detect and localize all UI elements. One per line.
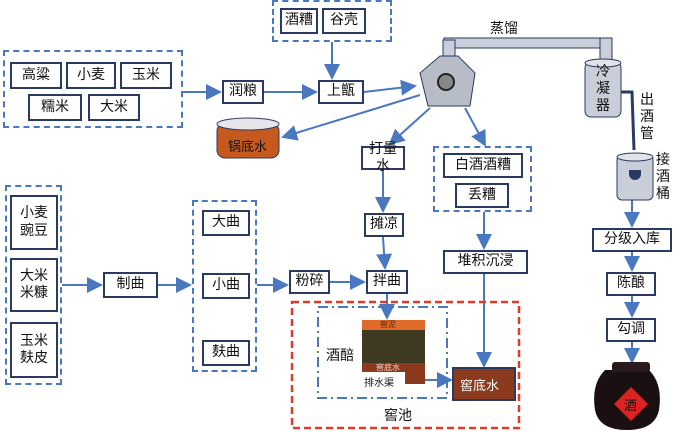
label-guodishui: 锅底水 (228, 140, 268, 155)
box-fuqu: 麸曲 (202, 340, 250, 366)
m-fupi: 麸皮 (20, 350, 48, 366)
box-tanliang: 摊凉 (364, 213, 404, 237)
box-dami-mikang: 大米米糠 (10, 258, 58, 312)
pot-water-icon (216, 117, 280, 159)
grain-group (3, 50, 183, 128)
label-condenser: 冷凝器 (596, 64, 610, 114)
box-banqu: 拌曲 (366, 270, 408, 294)
grain-nuomi: 糯米 (28, 94, 82, 121)
box-duiji: 堆积沉浸 (443, 250, 528, 274)
box-shangzeng: 上甑 (318, 80, 364, 104)
box-daqu: 大曲 (202, 210, 250, 236)
label-pit-water: 窖底水 (460, 379, 500, 394)
husk-group (272, 0, 392, 42)
label-drain: 排水渠 (364, 378, 394, 389)
m-dami: 大米 (20, 267, 48, 284)
jar-label: 酒 (624, 399, 638, 414)
box-runliang: 润粮 (222, 80, 264, 104)
box-jiuzao: 酒糟 (280, 8, 318, 34)
qu-type-group (192, 200, 257, 372)
box-zhiqu: 制曲 (103, 272, 158, 298)
grain-dami: 大米 (88, 94, 140, 121)
pit-frame (290, 300, 521, 430)
box-fensui: 粉碎 (289, 270, 330, 294)
m-xiaomai: 小麦 (20, 205, 48, 221)
grain-xiaomai: 小麦 (66, 62, 116, 89)
m-wandou: 豌豆 (20, 222, 48, 239)
box-aging: 陈酿 (606, 272, 656, 296)
grain-yumi: 玉米 (120, 62, 172, 89)
box-guke: 谷壳 (322, 8, 366, 34)
box-yumi-fupi: 玉米麸皮 (10, 322, 58, 378)
box-xiaomai-wandou: 小麦豌豆 (10, 195, 58, 250)
box-diuzao: 丢糟 (455, 183, 509, 208)
wine-jar-icon (594, 362, 660, 430)
spent-grain-group (433, 146, 532, 212)
m-yumi: 玉米 (20, 332, 48, 349)
qu-material-group (5, 185, 62, 385)
box-daliangshui: 打量水 (361, 141, 405, 174)
m-mikang: 米糠 (20, 285, 48, 301)
receiver-icon (616, 152, 654, 201)
box-grading: 分级入库 (592, 228, 672, 252)
grain-gaoliang: 高粱 (10, 62, 62, 89)
box-xiaoqu: 小曲 (202, 273, 250, 299)
label-outlet: 出酒管 (640, 92, 654, 142)
label-zaopei: 酒醅 (326, 348, 354, 364)
box-blending: 勾调 (606, 318, 656, 342)
box-baijiu-zaopei: 白酒酒糟 (443, 153, 523, 178)
label-top-layer: 窖泥 (380, 320, 396, 329)
label-receiver: 接酒桶 (656, 152, 670, 202)
still-icon (419, 37, 613, 107)
label-bottom-layer: 窖底水 (376, 363, 400, 372)
condenser-icon (584, 58, 636, 151)
label-pit: 窖池 (384, 408, 412, 424)
label-zhengliu: 蒸馏 (490, 21, 518, 37)
